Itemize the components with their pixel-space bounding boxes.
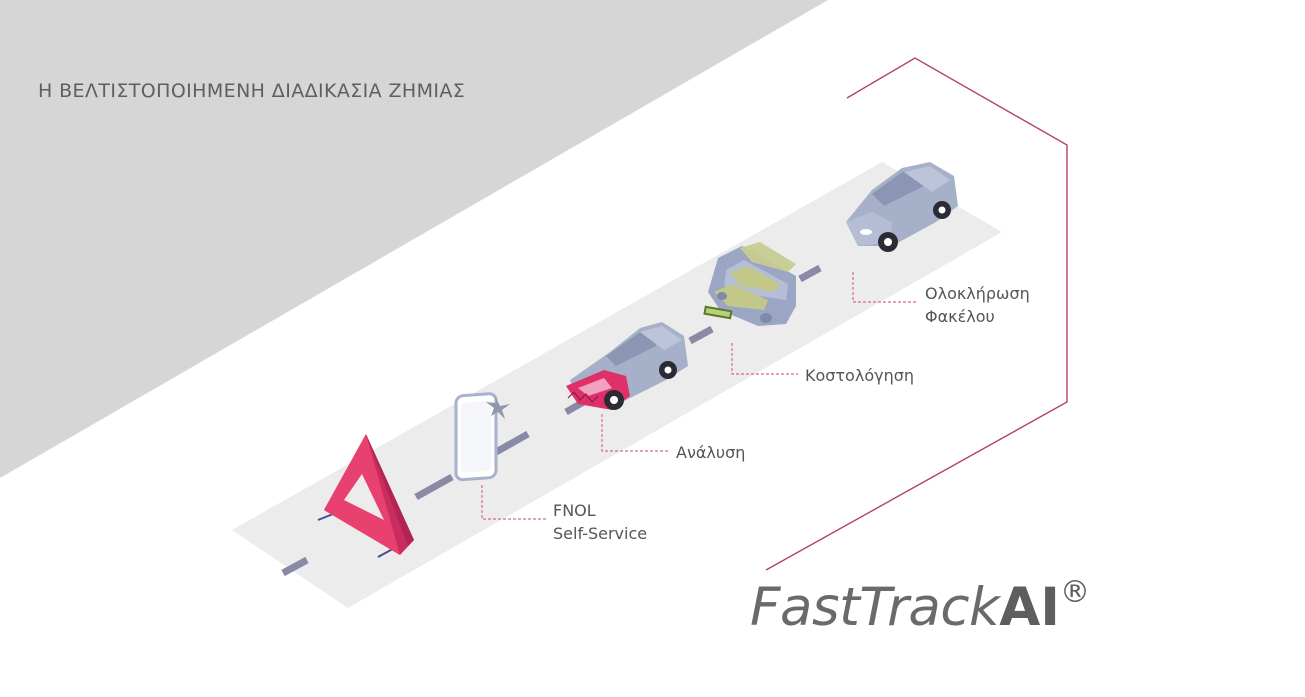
brand-name: FastTrack [750, 577, 1000, 638]
damaged-car-icon [566, 322, 688, 410]
step-label-costing: Κοστολόγηση [805, 364, 914, 387]
page-title: Η ΒΕΛΤΙΣΤΟΠΟΙΗΜΕΝΗ ΔΙΑΔΙΚΑΣΙΑ ΖΗΜΙΑΣ [38, 80, 466, 102]
bumper-parts-icon [703, 242, 796, 326]
step-label-line: Κοστολόγηση [805, 366, 914, 385]
label-connectors [481, 272, 918, 520]
registered-mark: ® [1059, 575, 1090, 610]
step-label-line: Ολοκλήρωση [925, 284, 1030, 303]
frame-outline [765, 57, 1068, 571]
crack-icon [486, 396, 510, 419]
repaired-car-icon [846, 162, 958, 252]
step-label-line: Self-Service [553, 524, 648, 543]
step-label-line: Φακέλου [925, 307, 995, 326]
step-label-closure: Ολοκλήρωση Φακέλου [925, 282, 1030, 328]
step-label-line: FNOL [553, 501, 596, 520]
warning-triangle-icon [317, 434, 414, 558]
grey-backdrop [0, 0, 828, 478]
brand-suffix: AI [999, 577, 1060, 638]
step-label-line: Ανάλυση [676, 443, 746, 462]
phone-icon [454, 392, 510, 482]
step-label-analysis: Ανάλυση [676, 441, 745, 464]
brand-logo: FastTrackAI® [750, 575, 1090, 638]
step-label-fnol: FNOL Self-Service [553, 499, 647, 545]
